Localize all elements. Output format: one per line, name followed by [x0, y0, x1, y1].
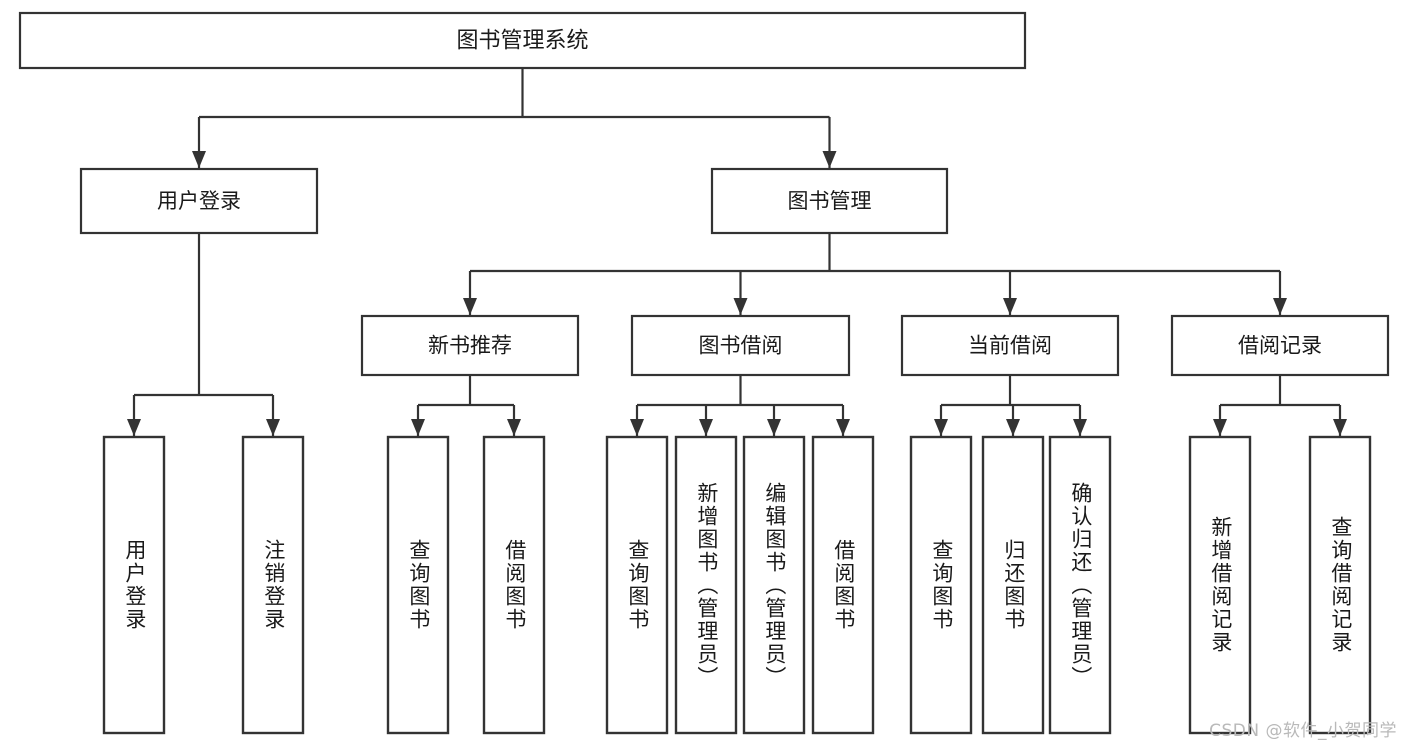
node-box-leaf-add-record[interactable]	[1188, 435, 1252, 735]
node-box-root[interactable]	[18, 11, 1027, 70]
csdn-watermark: CSDN @软件_小贺同学	[1209, 721, 1397, 741]
arrow-head-borrow-record	[1273, 298, 1287, 315]
arrow-head-book-manage	[822, 151, 837, 168]
connector-layer	[127, 68, 1347, 436]
node-box-book-borrow[interactable]	[630, 314, 851, 377]
node-box-leaf-user-login[interactable]	[102, 435, 166, 735]
node-box-leaf-query-book-3[interactable]	[909, 435, 973, 735]
node-box-leaf-return-book[interactable]	[981, 435, 1045, 735]
node-box-leaf-user-logout[interactable]	[241, 435, 305, 735]
node-label-book-manage: 图书管理	[788, 189, 872, 213]
node-box-layer	[18, 11, 1390, 735]
arrow-head-leaf-query-book-2	[630, 419, 644, 436]
node-label-root: 图书管理系统	[456, 29, 588, 54]
node-label-new-book-rec: 新书推荐	[428, 334, 512, 358]
node-label-user-login: 用户登录	[157, 189, 241, 213]
node-box-leaf-borrow-book-1[interactable]	[482, 435, 546, 735]
node-label-current-borrow: 当前借阅	[968, 334, 1052, 358]
arrow-head-leaf-borrow-book-2	[836, 419, 850, 436]
arrow-head-leaf-query-book-3	[934, 419, 948, 436]
arrow-head-leaf-borrow-book-1	[507, 419, 521, 436]
arrow-head-user-login	[192, 151, 206, 168]
arrow-head-leaf-query-book-1	[411, 419, 425, 436]
node-box-book-manage[interactable]	[710, 167, 949, 235]
node-box-leaf-query-book-2[interactable]	[605, 435, 669, 735]
node-box-leaf-confirm-return[interactable]	[1048, 435, 1112, 735]
arrow-head-leaf-return-book	[1006, 419, 1020, 436]
node-box-leaf-query-book-1[interactable]	[386, 435, 450, 735]
node-box-leaf-borrow-book-2[interactable]	[811, 435, 875, 735]
node-box-user-login[interactable]	[79, 167, 319, 235]
node-box-borrow-record[interactable]	[1170, 314, 1390, 377]
arrow-head-current-borrow	[1003, 298, 1017, 315]
arrow-head-new-book-rec	[463, 298, 477, 315]
node-label-book-borrow: 图书借阅	[699, 334, 783, 358]
arrow-head-book-borrow	[733, 298, 748, 315]
node-box-new-book-rec[interactable]	[360, 314, 580, 377]
arrow-head-leaf-add-record	[1213, 419, 1227, 436]
node-box-leaf-edit-book[interactable]	[742, 435, 806, 735]
node-box-leaf-add-book[interactable]	[674, 435, 738, 735]
arrow-head-leaf-confirm-return	[1073, 419, 1087, 436]
node-box-current-borrow[interactable]	[900, 314, 1120, 377]
arrow-head-leaf-user-login	[127, 419, 141, 436]
node-label-borrow-record: 借阅记录	[1238, 334, 1322, 358]
arrow-head-leaf-query-record	[1333, 419, 1347, 436]
node-box-leaf-query-record[interactable]	[1308, 435, 1372, 735]
arrow-head-leaf-edit-book	[767, 419, 781, 436]
arrow-head-leaf-user-logout	[266, 419, 280, 436]
arrow-head-leaf-add-book	[699, 419, 713, 436]
